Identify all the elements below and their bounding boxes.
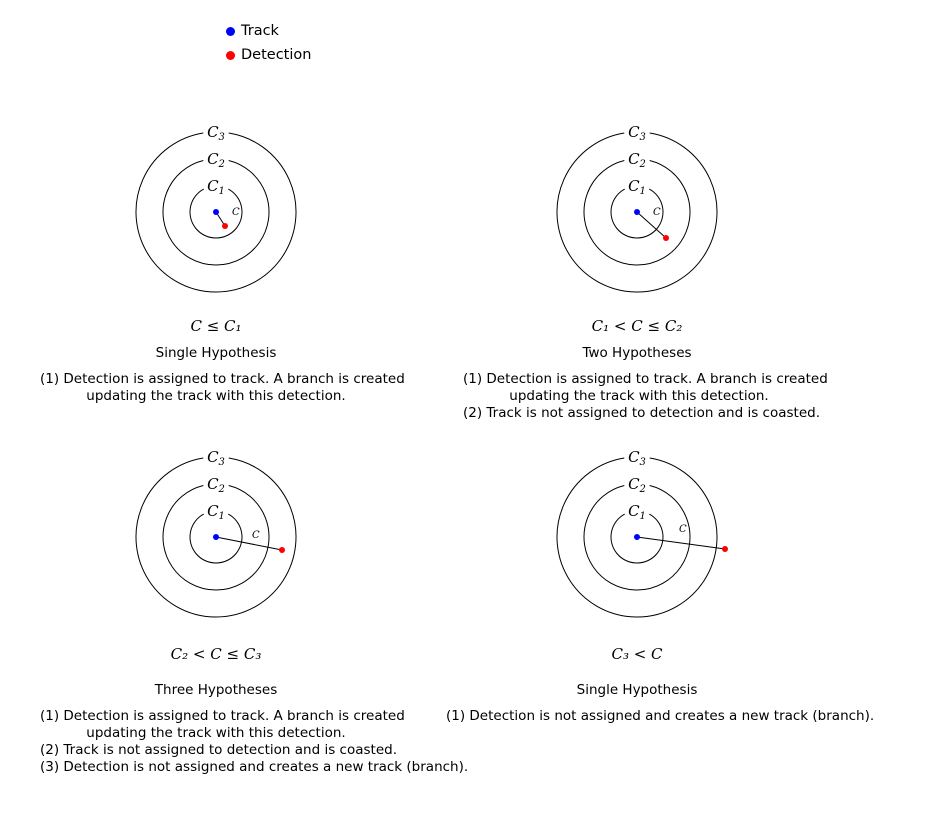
ring-label: C3 <box>628 448 646 468</box>
gate-ring-3 <box>135 457 297 618</box>
distance-line <box>636 211 667 239</box>
condition-2: C₁ < C ≤ C₂ <box>591 317 683 335</box>
track-point <box>213 534 219 540</box>
gate-ring-2 <box>583 485 691 591</box>
ring-label: C2 <box>628 475 646 495</box>
legend-label: Detection <box>241 47 312 63</box>
detection-point <box>663 235 669 241</box>
ring-label: C3 <box>207 123 225 143</box>
desc-line: (1) Detection is assigned to track. A br… <box>40 708 405 724</box>
ring-label: C3 <box>207 448 225 468</box>
track-point <box>213 209 219 215</box>
gate-ring-3 <box>556 132 718 293</box>
description-4: (1) Detection is not assigned and create… <box>446 708 874 725</box>
desc-line: (1) Detection is assigned to track. A br… <box>463 371 828 387</box>
gate-ring-3 <box>135 132 297 293</box>
ring-label: C2 <box>628 150 646 170</box>
gate-ring-3 <box>556 457 718 618</box>
distance-label: C <box>232 207 240 218</box>
gate-ring-1 <box>189 513 243 564</box>
condition-4: C₃ < C <box>611 645 663 663</box>
distance-label: C <box>252 530 260 541</box>
condition-3: C₂ < C ≤ C₃ <box>170 645 262 663</box>
title-3: Three Hypotheses <box>154 682 278 698</box>
title-2: Two Hypotheses <box>582 345 692 361</box>
legend-detection: Detection <box>226 47 311 63</box>
gate-ring-2 <box>162 485 270 591</box>
track-point <box>634 534 640 540</box>
gate-ring-1 <box>610 188 664 239</box>
legend-track: Track <box>226 23 279 39</box>
ring-label: C1 <box>628 177 646 197</box>
desc-line: (1) Detection is assigned to track. A br… <box>40 371 405 387</box>
desc-line: (2) Track is not assigned to detection a… <box>463 405 820 421</box>
detection-point <box>279 547 285 553</box>
desc-line: updating the track with this detection. <box>86 388 346 404</box>
condition-1: C ≤ C₁ <box>190 317 242 335</box>
detection-point <box>222 223 228 229</box>
distance-label: C <box>679 524 687 535</box>
ring-label: C3 <box>628 123 646 143</box>
desc-line: (3) Detection is not assigned and create… <box>40 759 469 775</box>
gate-ring-2 <box>583 160 691 266</box>
description-2: (1) Detection is assigned to track. A br… <box>463 371 828 422</box>
title-1: Single Hypothesis <box>155 345 277 361</box>
track-marker-icon <box>226 26 235 36</box>
detection-marker-icon <box>226 50 235 60</box>
ring-label: C2 <box>207 475 225 495</box>
ring-label: C1 <box>207 502 225 522</box>
distance-line <box>215 536 283 551</box>
gate-ring-2 <box>162 160 270 266</box>
gate-ring-1 <box>189 188 243 239</box>
gate-ring-1 <box>610 513 664 564</box>
desc-line: updating the track with this detection. <box>509 388 769 404</box>
desc-line: updating the track with this detection. <box>86 725 346 741</box>
description-1: (1) Detection is assigned to track. A br… <box>40 371 405 405</box>
desc-line: (2) Track is not assigned to detection a… <box>40 742 397 758</box>
description-3: (1) Detection is assigned to track. A br… <box>40 708 469 776</box>
ring-label: C1 <box>628 502 646 522</box>
distance-label: C <box>653 207 661 218</box>
ring-label: C1 <box>207 177 225 197</box>
track-point <box>634 209 640 215</box>
distance-line <box>636 536 726 550</box>
legend-label: Track <box>241 23 279 39</box>
title-4: Single Hypothesis <box>576 682 698 698</box>
desc-line: (1) Detection is not assigned and create… <box>446 708 875 724</box>
detection-point <box>722 546 728 552</box>
ring-label: C2 <box>207 150 225 170</box>
